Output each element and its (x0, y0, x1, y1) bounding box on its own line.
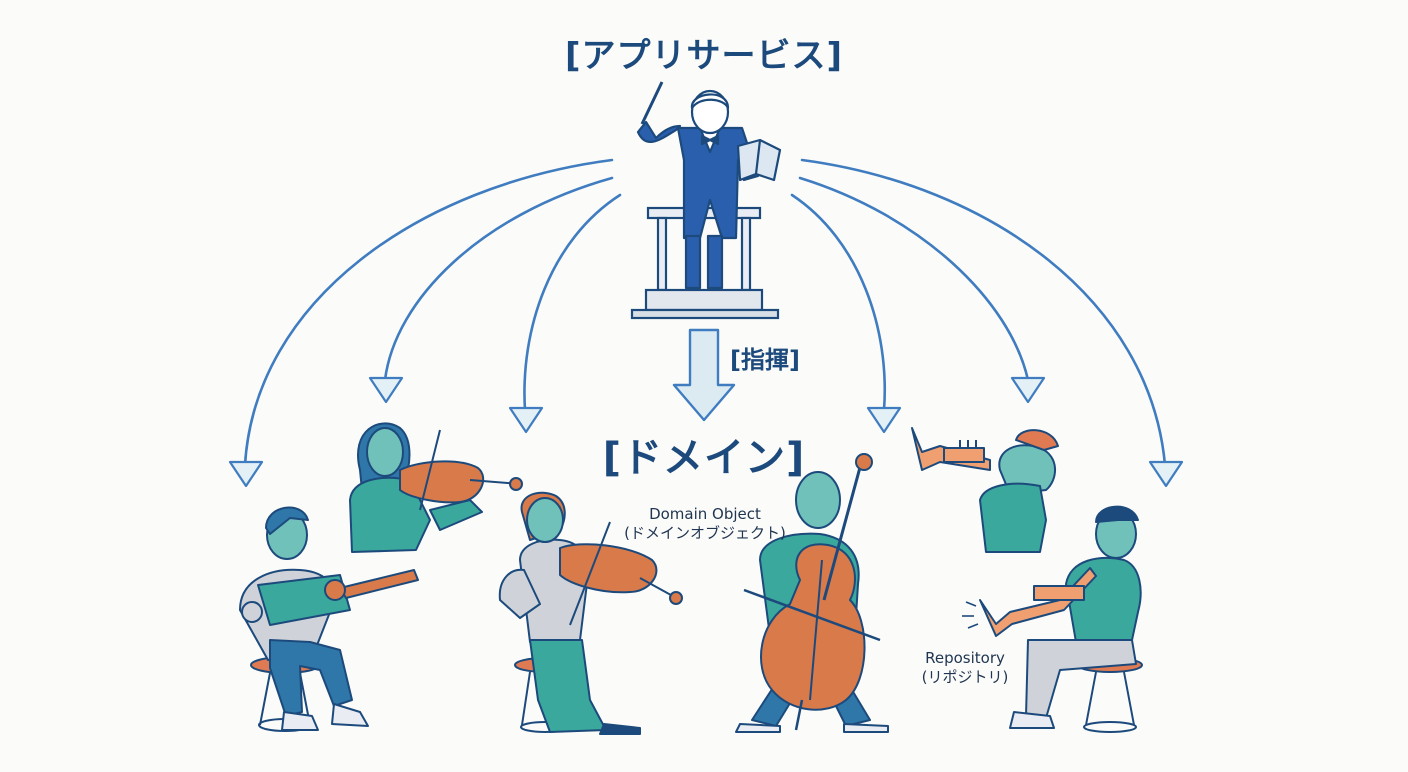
arrow-head-5 (1010, 376, 1046, 404)
arrow-to-player-3 (523, 193, 622, 412)
repository-label: Repository (925, 649, 1005, 667)
arrow-heads (228, 376, 1184, 488)
arrow-head-3 (508, 406, 544, 434)
horn-icon (962, 505, 1143, 733)
player-flute-icon (239, 506, 419, 732)
arrow-head-4 (866, 406, 902, 434)
domain-object-caption: Domain Object (ドメインオブジェクト) (600, 505, 810, 543)
domain-title: [ドメイン] (602, 435, 806, 481)
arrow-head-1 (228, 460, 264, 488)
player-violin-1-icon (349, 422, 523, 553)
arrow-head-2 (368, 376, 404, 404)
command-arrows (243, 158, 1167, 467)
arrow-to-player-2 (383, 176, 614, 382)
arrow-to-player-1 (243, 158, 614, 467)
player-violin-2-icon (498, 491, 683, 735)
arrow-down-icon (672, 328, 736, 422)
arrow-to-player-4 (790, 193, 886, 412)
repository-caption: Repository (リポジトリ) (900, 649, 1030, 687)
trumpet-icon (911, 427, 1059, 553)
app-service-title: [アプリサービス] (564, 36, 844, 76)
command-label: [指揮] (730, 346, 800, 374)
player-cello-icon (735, 453, 889, 733)
repository-label-jp: (リポジトリ) (921, 668, 1009, 686)
domain-object-label-jp: (ドメインオブジェクト) (624, 524, 786, 542)
arrow-head-6 (1148, 460, 1184, 488)
domain-object-label: Domain Object (649, 505, 761, 523)
arrow-to-player-5 (798, 176, 1030, 382)
arrow-to-player-6 (800, 158, 1167, 467)
conductor-icon (636, 81, 782, 290)
podium-icon (630, 206, 780, 320)
